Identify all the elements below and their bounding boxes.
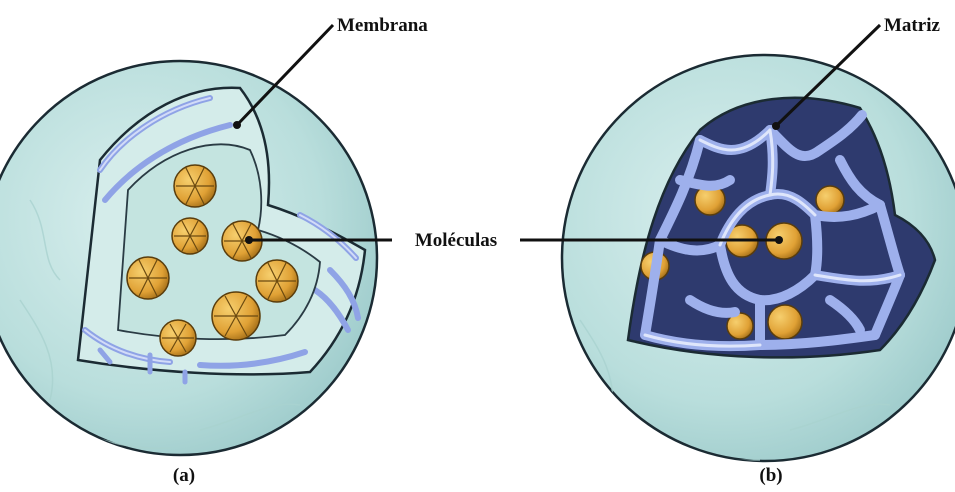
capsule-a bbox=[0, 61, 377, 455]
label-moleculas: Moléculas bbox=[415, 230, 497, 251]
label-membrana: Membrana bbox=[337, 15, 428, 36]
molecule bbox=[212, 292, 260, 340]
molecule bbox=[172, 218, 208, 254]
caption-a: (a) bbox=[173, 465, 195, 486]
molecule bbox=[768, 305, 802, 339]
caption-b: (b) bbox=[759, 465, 782, 486]
molecule bbox=[256, 260, 298, 302]
molecule bbox=[816, 186, 844, 214]
molecule bbox=[174, 165, 216, 207]
capsule-b bbox=[562, 55, 955, 461]
molecule bbox=[160, 320, 196, 356]
label-matriz: Matriz bbox=[884, 15, 940, 36]
molecule bbox=[127, 257, 169, 299]
